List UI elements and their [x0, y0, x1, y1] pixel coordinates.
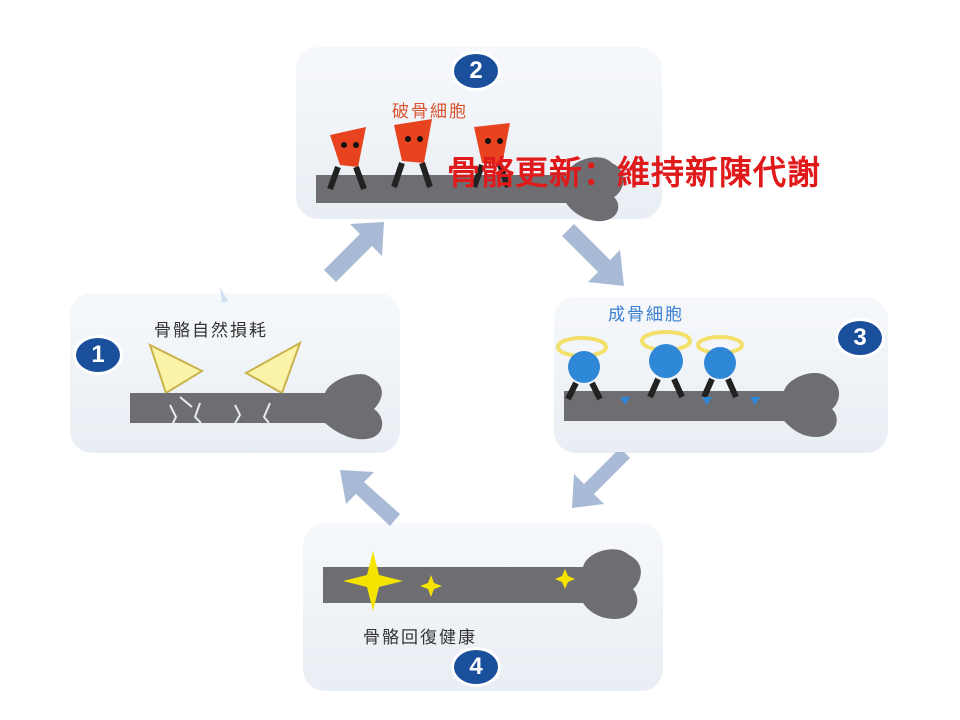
step-1-badge: 1	[76, 338, 120, 372]
osteoclast-cell	[471, 123, 511, 189]
step-3-label: 成骨細胞	[608, 305, 684, 325]
step-1-card: 骨骼自然損耗	[70, 287, 400, 453]
healthy-bone-illustration	[323, 549, 641, 619]
osteoblast-cell	[640, 330, 692, 399]
impact-wedge-right	[243, 340, 302, 395]
step-4-number: 4	[469, 653, 483, 680]
worn-bone-illustration	[130, 287, 383, 440]
bone-shape	[564, 372, 840, 437]
step-1-label: 骨骼自然損耗	[154, 321, 268, 341]
crack-lines	[169, 396, 271, 426]
step-3-card: 成骨細胞	[554, 297, 888, 453]
step-3-badge: 3	[838, 321, 882, 355]
cycle-arrow-icon	[572, 452, 630, 508]
step-4-label: 骨骼回復健康	[363, 628, 477, 648]
sparkle-icon	[343, 551, 403, 611]
cycle-arrow-icon	[340, 470, 400, 526]
diagram-title: 骨骼更新：維持新陳代謝	[447, 153, 821, 192]
step-3-number: 3	[853, 324, 867, 351]
osteoblast-cell	[696, 335, 744, 399]
sparkle-icon	[420, 575, 442, 597]
cycle-arrow-icon	[562, 224, 624, 286]
cycle-arrow-icon	[324, 222, 384, 282]
step-1-number: 1	[91, 341, 105, 368]
osteoclast-cell	[391, 119, 433, 188]
sparkle-icon	[555, 569, 575, 589]
step-2-badge: 2	[454, 54, 498, 88]
bone-shape	[316, 157, 624, 222]
step-2-number: 2	[469, 57, 483, 84]
step-4-badge: 4	[454, 650, 498, 684]
osteoblast-cell	[556, 336, 608, 401]
impact-wedge-left	[148, 343, 205, 395]
osteoclast-illustration	[316, 119, 624, 222]
shard-decoration	[220, 287, 228, 303]
bone-shape	[323, 549, 641, 619]
step-2-label: 破骨細胞	[392, 102, 468, 122]
osteoblast-illustration	[556, 330, 840, 437]
osteoclast-cell	[327, 127, 367, 191]
bone-shape	[130, 374, 383, 440]
